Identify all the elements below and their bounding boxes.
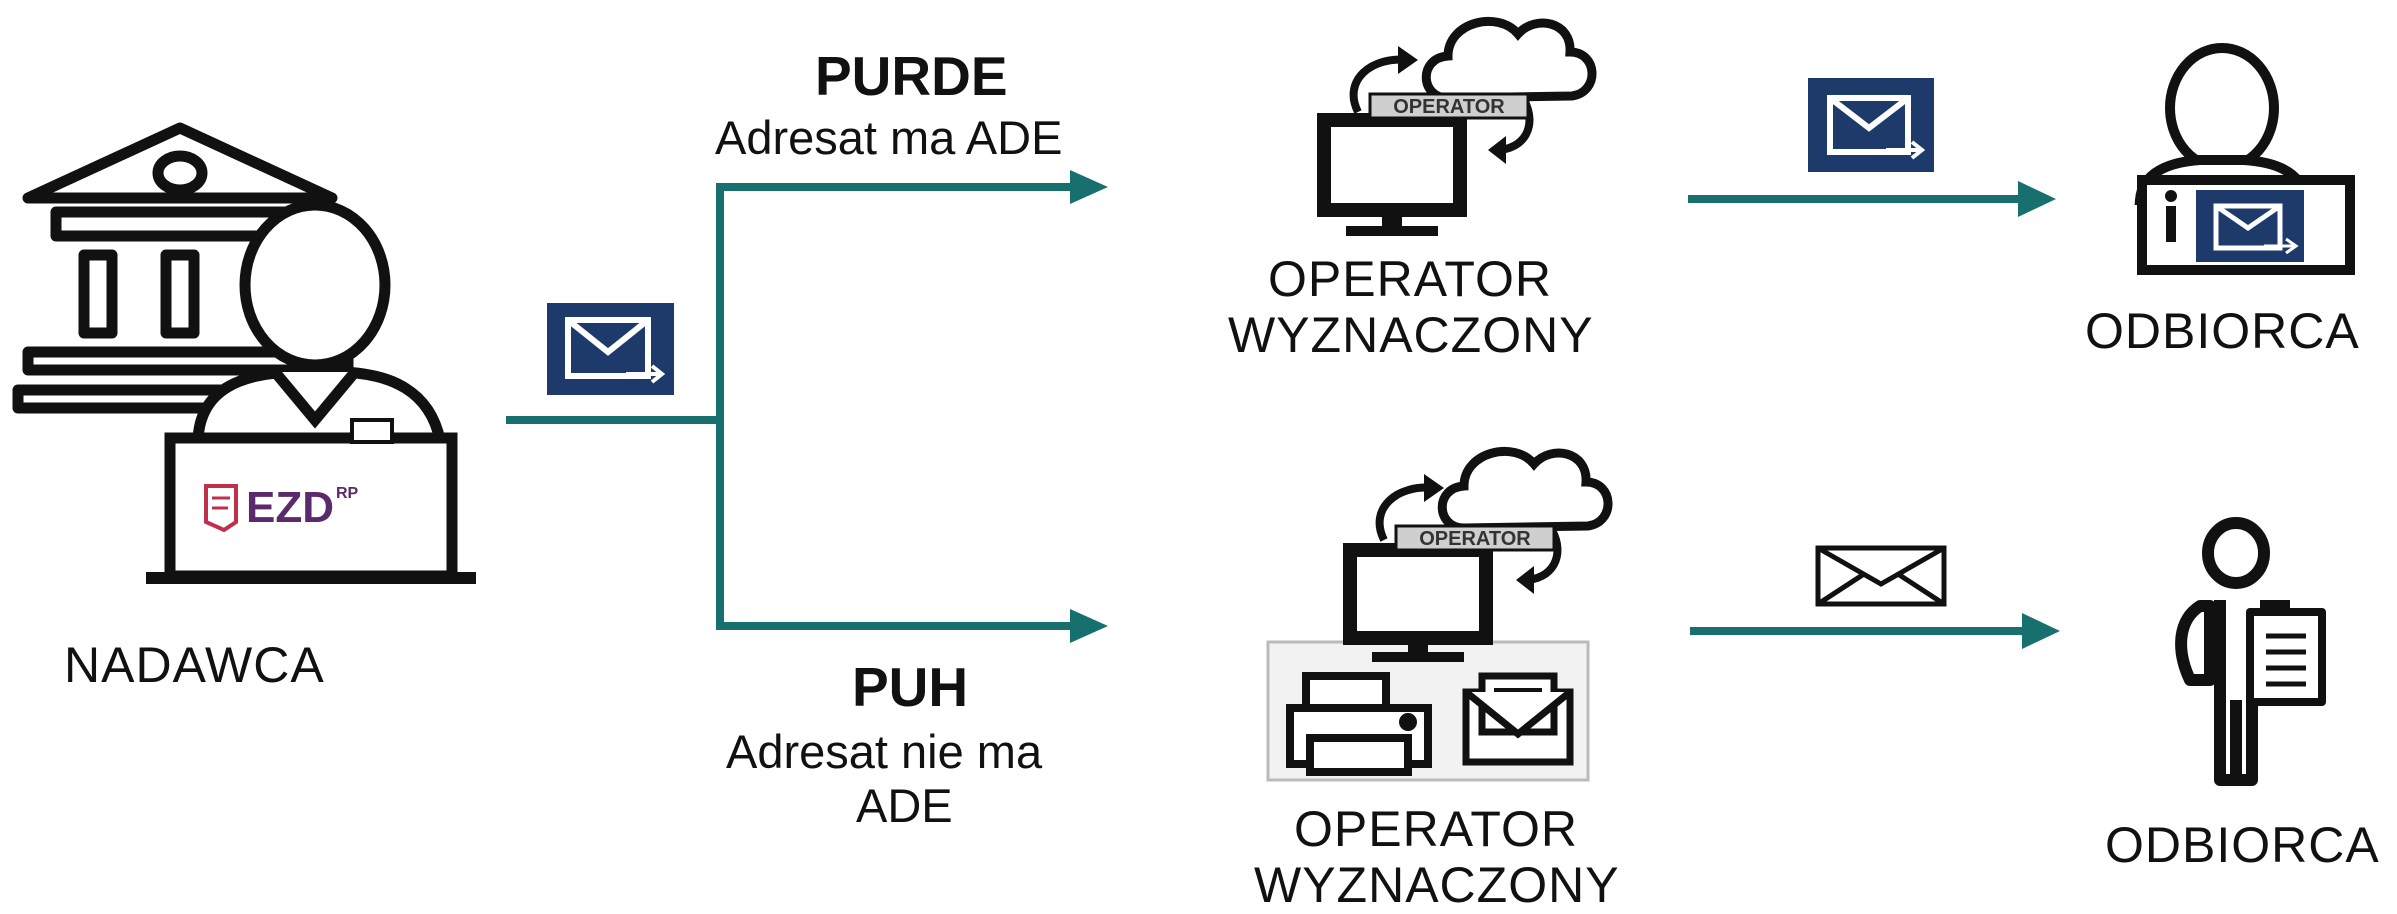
email-icon-top [1808,78,1934,172]
connector-lines [506,183,2035,635]
operator-top-label-1: OPERATOR [1268,251,1552,307]
operator-bottom: OPERATOR [1266,446,1613,782]
operator-top-label-2: WYZNACZONY [1228,307,1594,363]
logo-sup: RP [336,485,359,502]
sender-group: EZD RP [12,122,476,584]
document-icon [2246,608,2326,706]
operator-top: OPERATOR [1317,16,1597,236]
computer-icon [1317,113,1467,236]
laptop-icon [146,418,476,584]
arrow-puh-head [1070,609,1108,643]
laptop-icon [2137,175,2355,275]
recipient-bottom-label: ODBIORCA [2105,817,2380,873]
email-icon [547,303,674,395]
arrow-recipient-top-head [2018,181,2056,217]
recipient-bottom [2175,517,2326,786]
head-icon [2202,517,2270,589]
operator-badge: OPERATOR [1419,528,1531,550]
purde-title: PURDE [815,45,1008,107]
operator-bottom-label-1: OPERATOR [1294,801,1578,857]
sender-label: NADAWCA [64,637,325,693]
puh-title: PUH [852,656,969,718]
puh-subtitle-line1: Adresat nie ma [726,725,1043,778]
recipient-top [2134,43,2355,275]
body-icon [2214,600,2258,786]
arrow-purde-head [1070,170,1108,204]
logo-text: EZD [246,483,334,532]
operator-bottom-label-2: WYZNACZONY [1254,857,1620,913]
ezd-logo: EZD RP [204,483,359,533]
letter-icon [1462,672,1574,766]
cloud-icon [1421,16,1597,103]
arrow-recipient-bottom-head [2022,613,2060,649]
envelope-icon [1815,545,1947,607]
cloud-icon [1437,446,1613,533]
operator-badge: OPERATOR [1393,96,1505,118]
puh-subtitle-line2: ADE [856,779,953,832]
printer-icon [1286,672,1432,776]
computer-icon [1343,543,1493,662]
purde-subtitle: Adresat ma ADE [715,111,1063,164]
recipient-top-label: ODBIORCA [2085,303,2360,359]
bank-icon [12,122,354,414]
